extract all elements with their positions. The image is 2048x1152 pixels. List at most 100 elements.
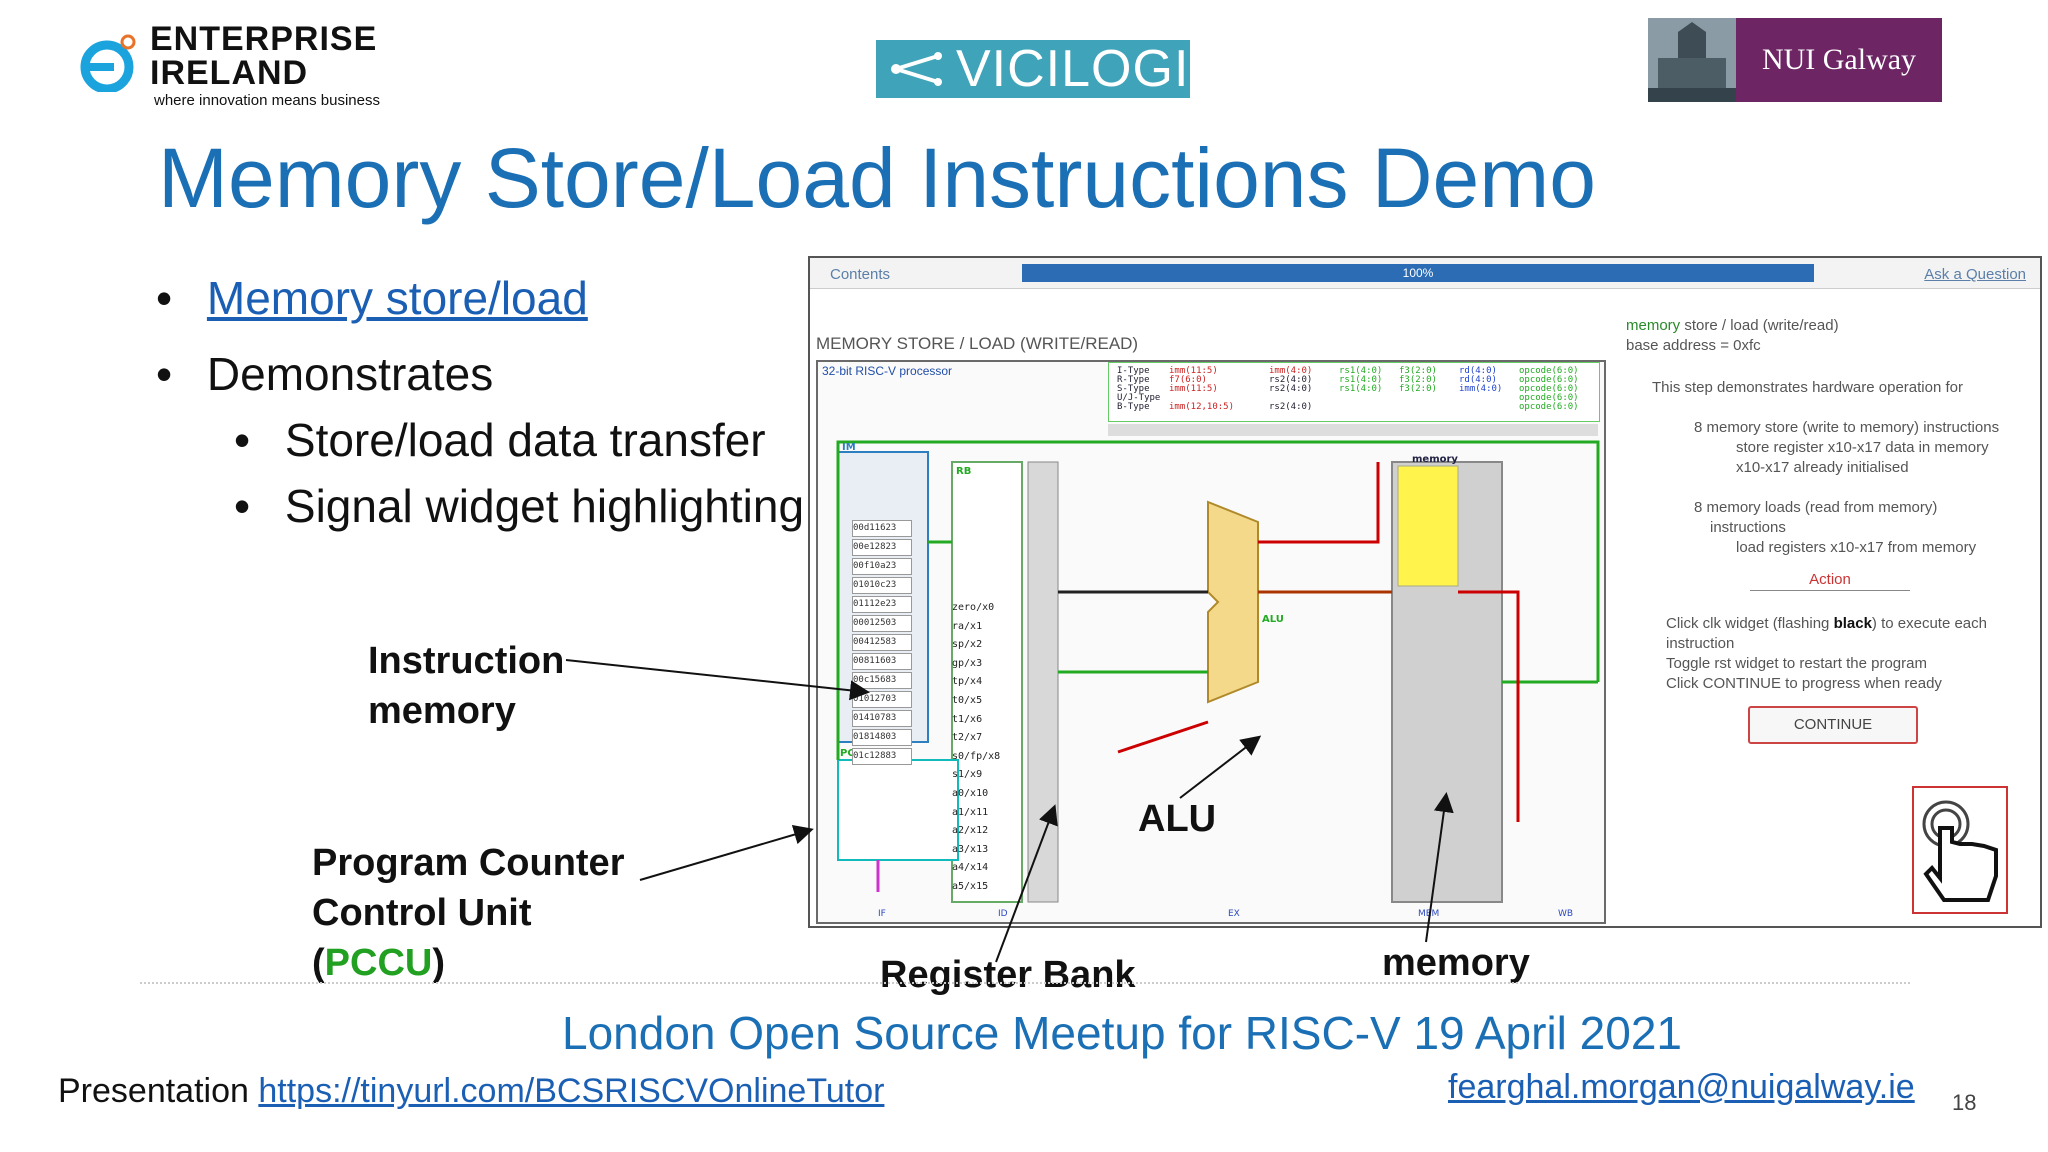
register-name: t0/x5 xyxy=(952,695,983,706)
register-name: a0/x10 xyxy=(952,788,989,799)
register-name: a1/x11 xyxy=(952,806,989,818)
click-hand-icon[interactable] xyxy=(1912,786,2008,914)
rp-head-link[interactable]: memory xyxy=(1626,317,1681,334)
continue-button[interactable]: CONTINUE xyxy=(1748,706,1918,744)
svg-text:S-Type: S-Type xyxy=(1117,384,1150,394)
svg-text:U/J-Type: U/J-Type xyxy=(1117,393,1160,403)
rp-p4: x10-x17 already initialised xyxy=(1736,459,1909,476)
rp-a1-pre: Click clk widget (flashing xyxy=(1666,615,1834,632)
im-value-cell: 00012503 xyxy=(852,615,912,632)
register-name: a4/x14 xyxy=(952,862,989,874)
svg-text:opcode(6:0): opcode(6:0) xyxy=(1519,384,1579,394)
memory-block-label: memory xyxy=(1412,454,1458,465)
register-name: t2/x7 xyxy=(952,732,983,744)
sub-bullet-store-load: • Store/load data transfer xyxy=(234,412,766,468)
svg-text:opcode(6:0): opcode(6:0) xyxy=(1519,366,1579,376)
rp-action: Action xyxy=(1750,570,1910,591)
im-value-cell: 01814803 xyxy=(852,729,912,746)
svg-text:R-Type: R-Type xyxy=(1117,375,1150,385)
enterprise-logo-tagline: where innovation means business xyxy=(154,92,380,109)
vicilogic-screenshot: Contents 100% Ask a Question MEMORY STOR… xyxy=(808,256,2042,928)
rp-a1: Click clk widget (flashing black) to exe… xyxy=(1666,614,1987,634)
register-name: a5/x15 xyxy=(952,881,989,892)
svg-text:rd(4:0): rd(4:0) xyxy=(1459,375,1497,385)
nui-galway-logo: NUI Galway xyxy=(1736,18,1942,102)
svg-text:imm(4:0): imm(4:0) xyxy=(1269,366,1312,376)
rp-p6: instructions xyxy=(1710,519,1786,536)
ask-question-link[interactable]: Ask a Question xyxy=(1924,266,2026,283)
bullet-text: Demonstrates xyxy=(206,348,494,400)
stage-label-ex: EX xyxy=(1228,909,1240,919)
svg-text:imm(11:5): imm(11:5) xyxy=(1169,384,1218,394)
svg-text:f3(2:0): f3(2:0) xyxy=(1399,384,1437,394)
screenshot-header: MEMORY STORE / LOAD (WRITE/READ) xyxy=(816,334,1139,353)
sub-bullet-text: Signal widget highlighting xyxy=(284,480,805,532)
im-value-cell: 00d11623 xyxy=(852,520,912,537)
bullet-dot: • xyxy=(234,480,251,532)
pccu-close-paren: ) xyxy=(432,942,445,984)
register-name: ra/x1 xyxy=(952,620,983,632)
diagram-title: 32-bit RISC-V processor xyxy=(822,364,953,378)
svg-text:rs2(4:0): rs2(4:0) xyxy=(1269,375,1312,385)
nui-crest-icon xyxy=(1648,18,1736,102)
svg-text:B-Type: B-Type xyxy=(1117,402,1150,412)
svg-text:rs1(4:0): rs1(4:0) xyxy=(1339,384,1382,394)
vicilogic-text: VICILOGIC xyxy=(956,40,1228,98)
rp-a2: Toggle rst widget to restart the program xyxy=(1666,655,1927,672)
register-name: t1/x6 xyxy=(952,713,983,725)
svg-text:imm(12,10:5): imm(12,10:5) xyxy=(1169,402,1234,412)
bullet-demonstrates: • Demonstrates xyxy=(156,346,493,402)
svg-text:f3(2:0): f3(2:0) xyxy=(1399,366,1437,376)
rp-a1-post: ) to execute each xyxy=(1871,615,1987,632)
vicilogic-logo: VICILOGIC xyxy=(876,40,1227,98)
stage-label-mem: MEM xyxy=(1418,909,1439,919)
vicilogic-node-icon xyxy=(891,52,942,86)
label-instruction-memory: memory xyxy=(368,690,516,732)
svg-text:rs2(4:0): rs2(4:0) xyxy=(1269,402,1312,412)
alu-block-label: ALU xyxy=(1262,614,1284,625)
pccu-abbr: PCCU xyxy=(324,942,433,984)
contents-link[interactable]: Contents xyxy=(830,266,891,283)
rp-p1: This step demonstrates hardware operatio… xyxy=(1652,379,1963,396)
label-program-counter: Program Counter xyxy=(312,842,625,884)
progress-bar: 100% xyxy=(1022,264,1814,282)
page-number: 18 xyxy=(1952,1090,1977,1115)
im-value-cell: 00412583 xyxy=(852,634,912,651)
presentation-label: Presentation xyxy=(58,1072,259,1110)
svg-text:rs1(4:0): rs1(4:0) xyxy=(1339,375,1382,385)
email-link[interactable]: fearghal.morgan@nuigalway.ie xyxy=(1448,1068,1915,1106)
label-instruction: Instruction xyxy=(368,640,565,682)
presentation-line: Presentation https://tinyurl.com/BCSRISC… xyxy=(58,1072,884,1111)
im-value-cell: 01410783 xyxy=(852,710,912,727)
svg-text:f3(2:0): f3(2:0) xyxy=(1399,375,1437,385)
label-register-bank: Register Bank xyxy=(880,954,1136,996)
im-value-cell: 00f10a23 xyxy=(852,558,912,575)
label-pccu-abbr: (PCCU) xyxy=(312,938,445,988)
register-name: s0/fp/x8 xyxy=(952,750,1001,762)
svg-text:imm(11:5): imm(11:5) xyxy=(1169,366,1218,376)
rp-a3: Click CONTINUE to progress when ready xyxy=(1666,675,1942,692)
svg-text:rs1(4:0): rs1(4:0) xyxy=(1339,366,1382,376)
register-name: a2/x12 xyxy=(952,825,989,837)
register-name: a3/x13 xyxy=(952,843,989,855)
memory-store-load-link[interactable]: Memory store/load xyxy=(206,272,588,324)
svg-text:imm(4:0): imm(4:0) xyxy=(1459,384,1502,394)
register-name: zero/x0 xyxy=(952,602,995,613)
sub-bullet-signal-widget: • Signal widget highlighting xyxy=(234,478,804,534)
register-name: tp/x4 xyxy=(952,676,983,688)
svg-text:opcode(6:0): opcode(6:0) xyxy=(1519,375,1579,385)
stage-label-wb: WB xyxy=(1558,909,1573,919)
svg-text:rs2(4:0): rs2(4:0) xyxy=(1269,384,1312,394)
im-value-cell: 01010c23 xyxy=(852,577,912,594)
im-value-cell: 00e12823 xyxy=(852,539,912,556)
footer-divider xyxy=(140,982,1910,984)
svg-text:f7(6:0): f7(6:0) xyxy=(1169,375,1207,385)
bullet-dot: • xyxy=(234,414,251,466)
im-value-cell: 00811603 xyxy=(852,653,912,670)
presentation-link[interactable]: https://tinyurl.com/BCSRISCVOnlineTutor xyxy=(258,1072,885,1110)
rp-a1-bold: black xyxy=(1833,615,1872,632)
rp-p7: load registers x10-x17 from memory xyxy=(1736,539,1977,556)
